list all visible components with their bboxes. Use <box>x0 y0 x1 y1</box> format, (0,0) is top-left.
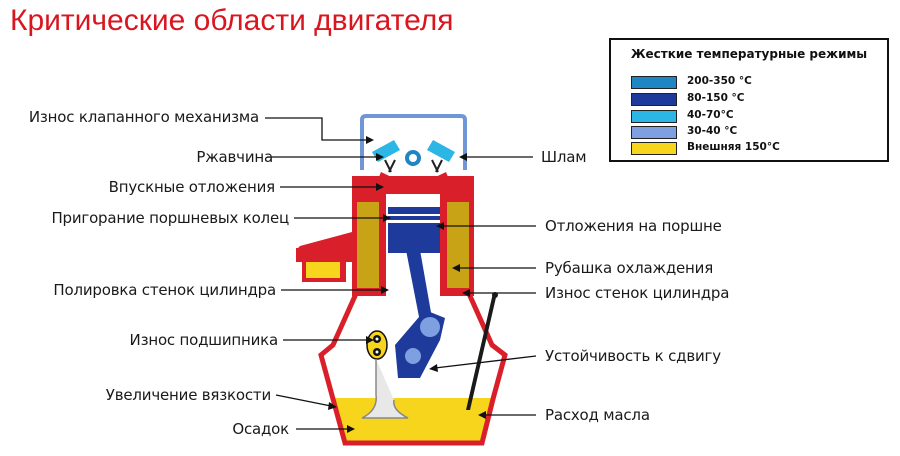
side-oil-tank <box>296 232 352 282</box>
pointer-arrowheads <box>328 136 486 433</box>
legend-label: Внешняя 150°C <box>687 141 780 153</box>
label-piston-deposits: Отложения на поршне <box>545 217 722 235</box>
bearing <box>366 330 388 360</box>
legend-title: Жесткие температурные режимы <box>630 47 868 61</box>
legend-label: 80-150 °C <box>687 92 745 104</box>
legend-swatch <box>631 126 677 139</box>
cylinder-head <box>352 176 474 194</box>
page-title: Критические области двигателя <box>10 4 454 37</box>
engine-block <box>318 180 508 446</box>
label-ring-burn: Пригорание поршневых колец <box>51 209 289 227</box>
left-cooling-jacket <box>357 202 379 288</box>
crankshaft <box>395 310 445 378</box>
legend-label: 200-350 °C <box>687 75 752 87</box>
connecting-rod <box>406 250 432 322</box>
label-rust: Ржавчина <box>196 148 273 166</box>
label-oil-consumption: Расход масла <box>545 406 650 424</box>
label-bearing-wear: Износ подшипника <box>129 331 279 349</box>
valve-cover <box>360 114 467 170</box>
legend-label: 30-40 °C <box>687 125 738 137</box>
label-cooling-jacket: Рубашка охлаждения <box>545 259 714 277</box>
label-sediment: Осадок <box>232 420 289 438</box>
label-cylinder-wall-wear: Износ стенок цилиндра <box>545 284 730 302</box>
legend-swatch <box>631 142 677 155</box>
oil-pickup <box>361 359 409 419</box>
piston <box>388 207 440 253</box>
label-intake-deposits: Впускные отложения <box>108 178 276 196</box>
legend-swatch <box>631 110 677 123</box>
label-shear-stability: Устойчивость к сдвигу <box>545 347 721 365</box>
temperature-legend: Жесткие температурные режимы 200-350 °C … <box>609 38 889 162</box>
label-bore-polish: Полировка стенок цилиндра <box>53 281 276 299</box>
legend-label: 40-70°C <box>687 109 734 121</box>
legend-swatch <box>631 93 677 106</box>
dipstick <box>466 293 497 410</box>
label-viscosity-increase: Увеличение вязкости <box>105 386 271 404</box>
label-valve-wear: Износ клапанного механизма <box>28 108 259 126</box>
legend-swatch <box>631 76 677 89</box>
right-cooling-jacket <box>447 202 469 288</box>
pointer-lines <box>265 117 537 430</box>
label-sludge: Шлам <box>541 148 587 166</box>
